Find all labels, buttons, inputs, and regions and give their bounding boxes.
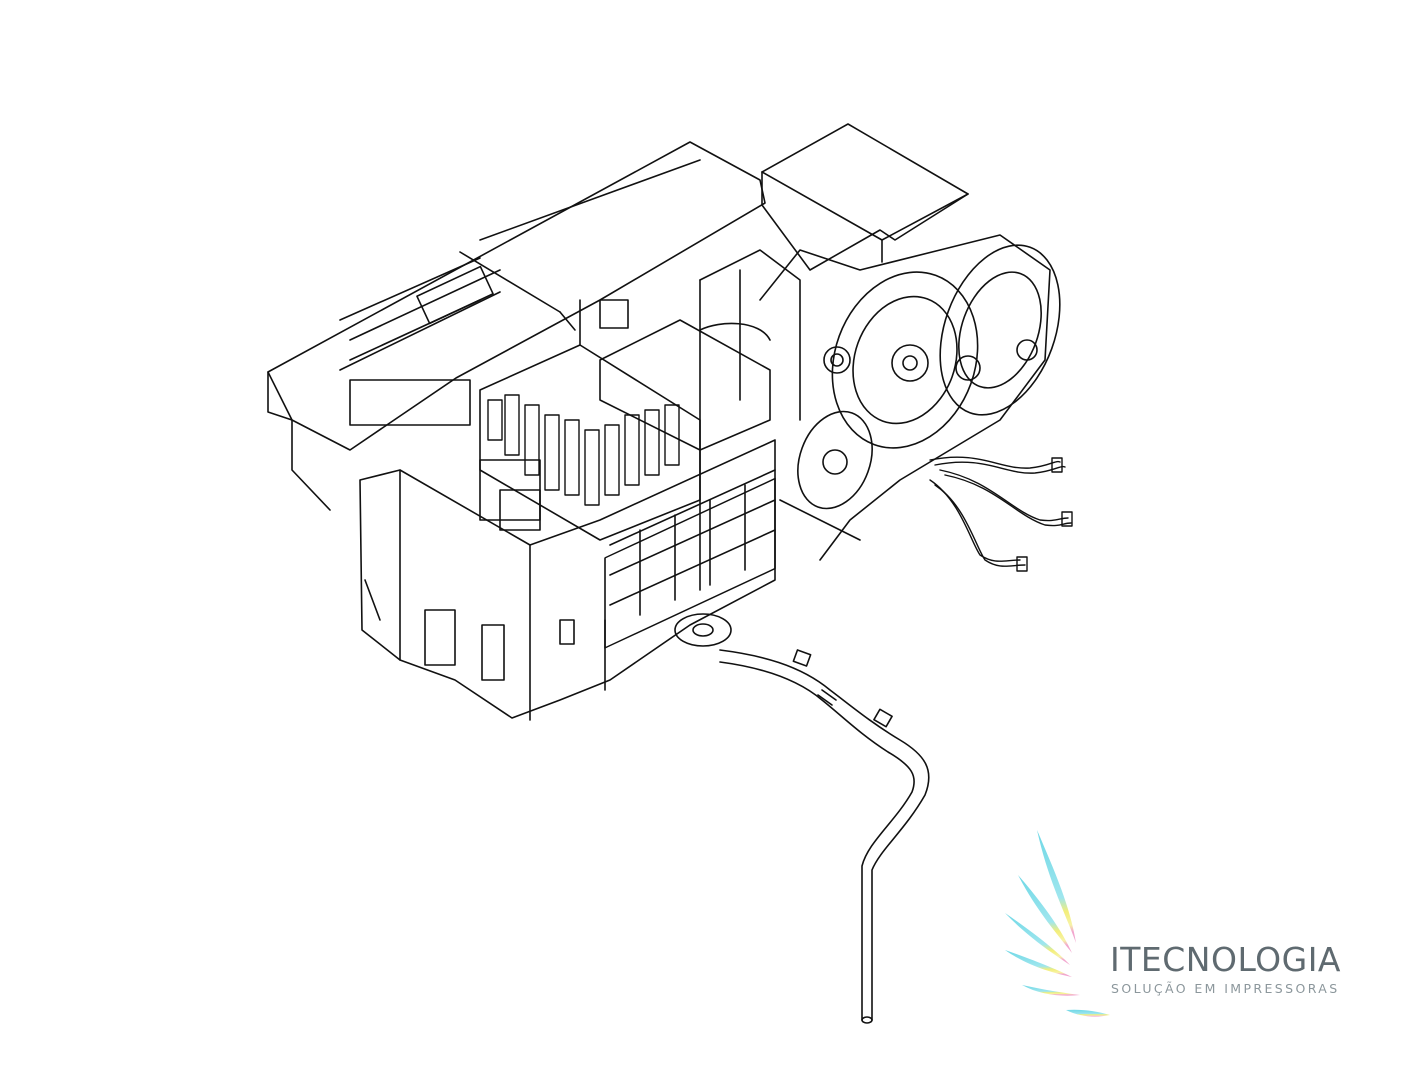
front-block [359, 439, 776, 721]
brand-logo: ITECNOLOGIA SOLUÇÃO EM IMPRESSORAS [1000, 825, 1400, 1025]
top-right-box [761, 123, 969, 271]
brand-tagline: SOLUÇÃO EM IMPRESSORAS [1111, 981, 1340, 996]
cartridge-bay [479, 299, 701, 541]
wing-icon [1005, 830, 1110, 1017]
middle-compartments [599, 249, 801, 591]
gear-housings [759, 234, 1061, 561]
brand-name: ITECNOLOGIA [1110, 940, 1342, 979]
wiring-harness [929, 456, 1073, 572]
drain-tube [674, 613, 930, 1024]
